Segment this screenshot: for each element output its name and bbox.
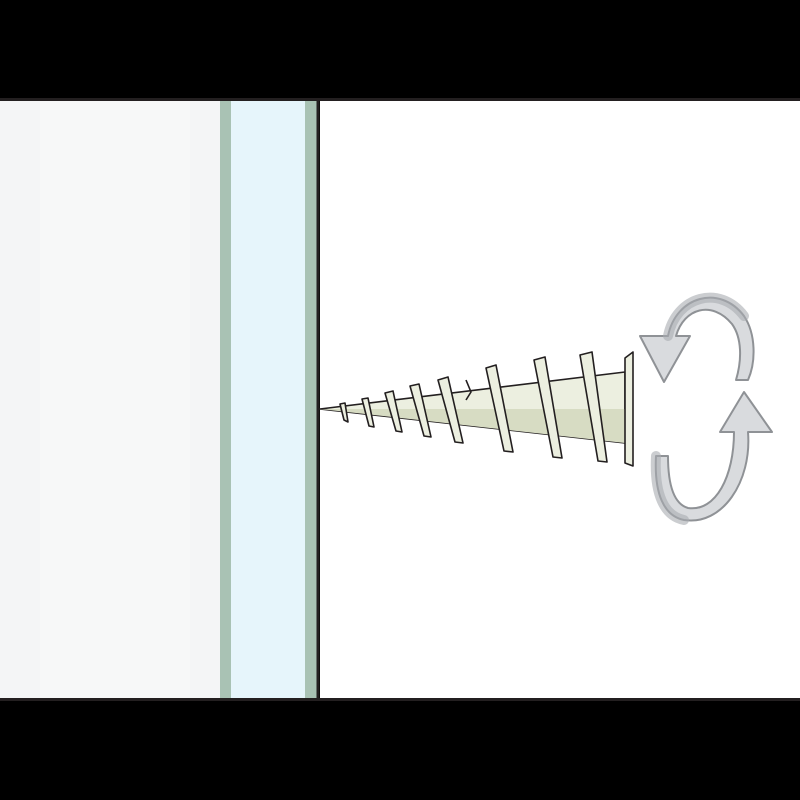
clockwise-rotation-arrows-icon [639,292,773,525]
frame-bottom-bar [0,700,800,800]
rotation-arrow-lower [654,391,773,522]
drywall-paper-back [220,100,231,700]
self-drilling-drywall-anchor-icon [319,351,634,467]
anchor-threads [339,351,608,463]
anchor-head-flange [624,351,634,467]
frame-top-bar [0,0,800,98]
anchor-notch [465,379,472,401]
wall-texture-strip [40,100,190,700]
drywall-gypsum-core [231,100,305,700]
drywall-paper-front [305,100,317,700]
